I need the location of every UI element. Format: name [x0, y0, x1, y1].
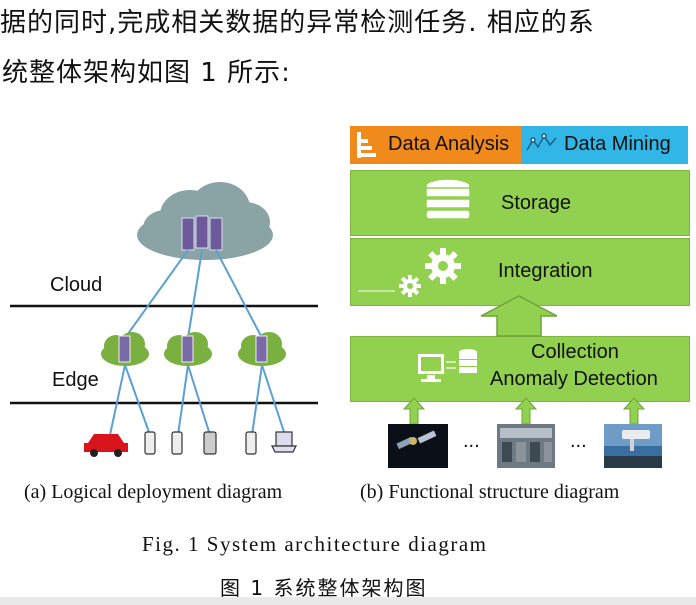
storage-label: Storage	[501, 192, 572, 214]
anomaly-detection-label: Anomaly Detection	[490, 368, 658, 390]
data-analysis-box	[350, 126, 521, 164]
edge-label: Edge	[52, 369, 99, 391]
ellipsis-1: ...	[463, 430, 480, 452]
data-mining-label: Data Mining	[564, 133, 671, 155]
phone-icon	[144, 431, 257, 455]
figure-caption-en: Fig. 1 System architecture diagram	[142, 532, 488, 556]
integration-label: Integration	[498, 260, 593, 282]
collection-label: Collection	[531, 341, 619, 363]
car-icon	[84, 434, 128, 457]
body-text-line-2: 统整体架构如图 1 所示:	[2, 58, 291, 88]
edge-server-icon	[118, 335, 268, 363]
satellite-photo	[388, 424, 448, 468]
laptop-icon	[271, 431, 297, 453]
up-arrow-large	[480, 295, 558, 337]
monitor-icon	[418, 354, 444, 382]
camera-photo	[604, 424, 662, 468]
body-text-line-1: 据的同时,完成相关数据的异常检测任务. 相应的系	[0, 8, 595, 38]
factory-photo	[497, 424, 555, 468]
data-analysis-label: Data Analysis	[388, 133, 510, 155]
subcaption-b: (b) Functional structure diagram	[360, 481, 620, 503]
cloud-server-icon	[181, 215, 223, 251]
database-icon	[425, 178, 471, 220]
bottom-scrollbar	[0, 597, 696, 605]
up-arrow-small	[402, 397, 646, 425]
small-database-icon	[459, 349, 477, 373]
gear-icon	[399, 248, 461, 297]
logical-deployment-diagram: Cloud Edge	[0, 110, 345, 530]
cloud-label: Cloud	[50, 274, 103, 296]
ellipsis-2: ...	[570, 430, 587, 452]
figure-caption-cn: 图 1 系统整体架构图	[220, 576, 428, 600]
subcaption-a: (a) Logical deployment diagram	[24, 481, 283, 503]
